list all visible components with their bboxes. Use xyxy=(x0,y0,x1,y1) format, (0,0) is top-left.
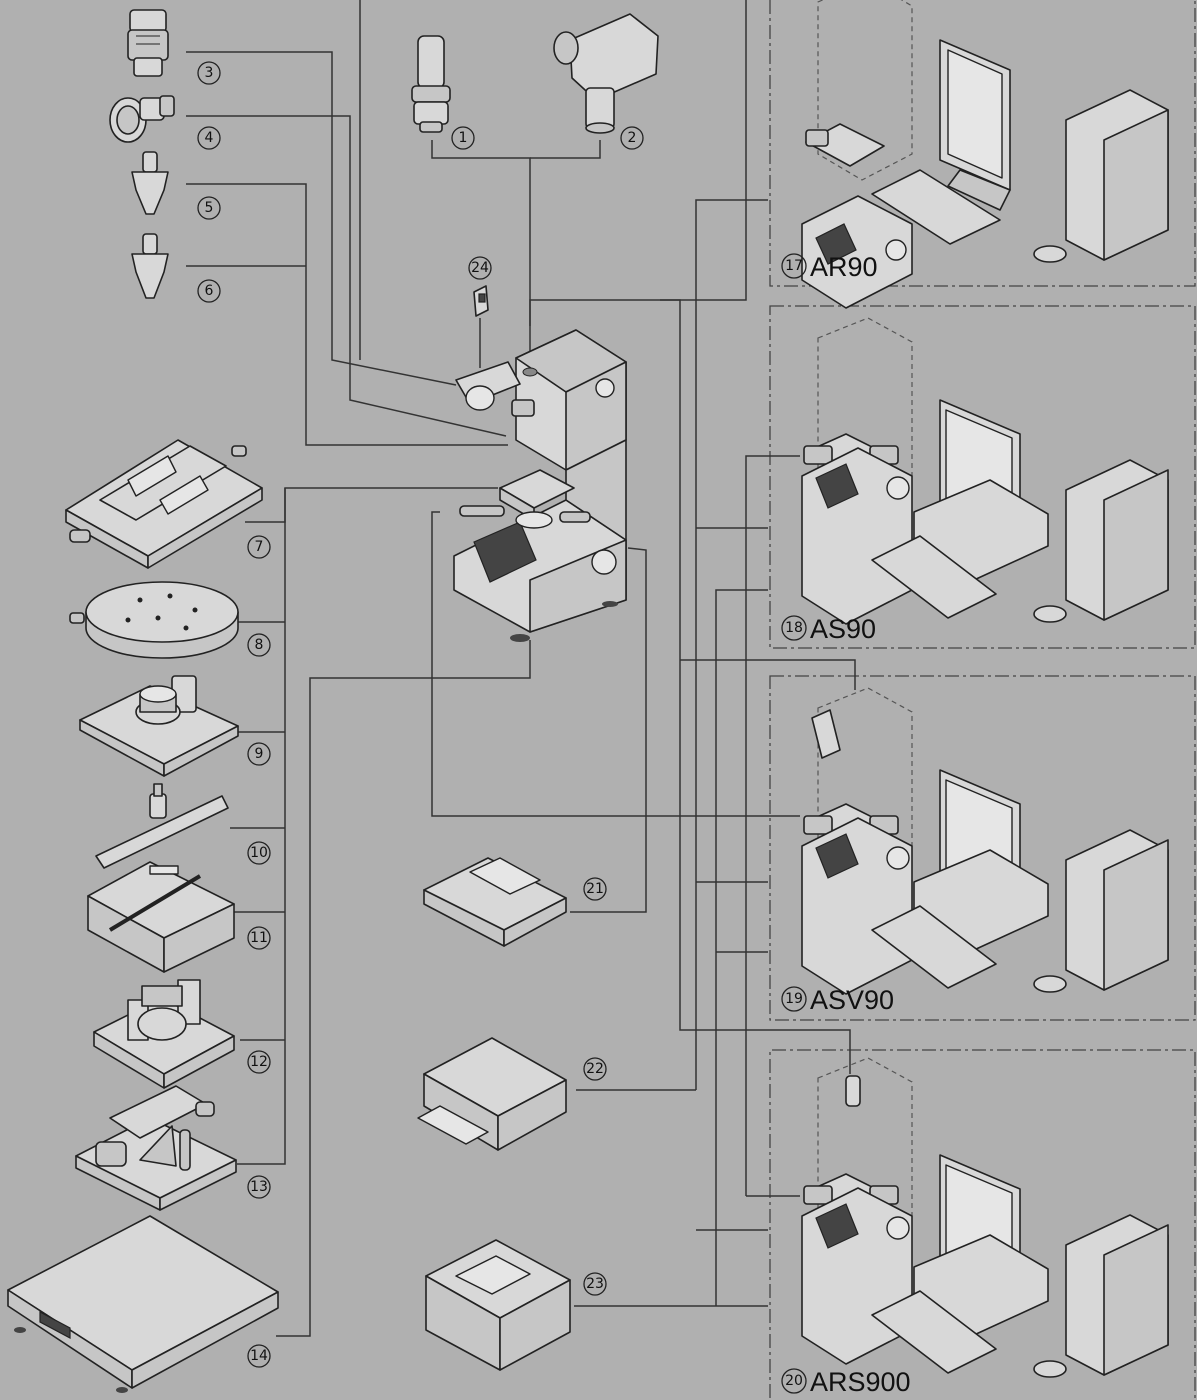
callout-22: 22 xyxy=(584,1058,606,1080)
svg-text:AR90: AR90 xyxy=(810,252,878,282)
label-asv90: 19 ASV90 xyxy=(782,985,894,1015)
inkjet-printer-icon xyxy=(418,1038,566,1150)
callout-13: 13 xyxy=(248,1176,270,1198)
svg-text:6: 6 xyxy=(205,283,214,299)
svg-text:1: 1 xyxy=(459,130,468,146)
svg-text:2: 2 xyxy=(628,130,637,146)
eyepiece-icon xyxy=(128,10,168,76)
pc-workstation-icon xyxy=(872,1155,1168,1377)
svg-text:8: 8 xyxy=(255,637,264,653)
micrometer-stage-icon xyxy=(80,676,238,776)
svg-text:ARS900: ARS900 xyxy=(810,1367,911,1397)
svg-text:11: 11 xyxy=(250,930,268,946)
svg-text:19: 19 xyxy=(785,991,803,1007)
callout-14: 14 xyxy=(248,1345,270,1367)
svg-text:7: 7 xyxy=(255,539,264,555)
svg-text:ASV90: ASV90 xyxy=(810,985,894,1015)
pc-workstation-icon xyxy=(872,770,1168,992)
svg-text:18: 18 xyxy=(785,620,803,636)
svg-text:4: 4 xyxy=(205,130,214,146)
callout-4: 4 xyxy=(198,127,220,149)
svg-text:12: 12 xyxy=(250,1054,268,1070)
indenter-icon xyxy=(132,152,168,214)
clamp-bar-icon xyxy=(96,784,228,868)
callout-3: 3 xyxy=(198,62,220,84)
laser-printer-icon xyxy=(426,1240,570,1370)
rotary-table-icon xyxy=(70,582,238,658)
svg-text:20: 20 xyxy=(785,1373,803,1389)
callout-1: 1 xyxy=(452,127,474,149)
label-as90: 18 AS90 xyxy=(782,614,876,644)
pc-sets xyxy=(872,40,1168,1377)
callout-6: 6 xyxy=(198,280,220,302)
label-ars900: 20 ARS900 xyxy=(782,1367,911,1397)
callout-7: 7 xyxy=(248,536,270,558)
svg-text:5: 5 xyxy=(205,200,214,216)
vise-stage-icon xyxy=(66,440,262,568)
thermal-printer-icon xyxy=(424,858,566,946)
svg-text:13: 13 xyxy=(250,1179,268,1195)
callout-12: 12 xyxy=(248,1051,270,1073)
specimen-stage-icon xyxy=(94,980,234,1088)
callout-24: 24 xyxy=(469,257,491,279)
eyepiece-angled-icon xyxy=(110,96,174,142)
camera-adapter-icon xyxy=(554,0,658,133)
svg-text:23: 23 xyxy=(586,1276,604,1292)
pc-workstation-icon xyxy=(872,400,1168,622)
svg-text:10: 10 xyxy=(250,845,268,861)
pc-workstation-icon xyxy=(872,40,1168,262)
callout-5: 5 xyxy=(198,197,220,219)
callout-9: 9 xyxy=(248,743,270,765)
svg-text:21: 21 xyxy=(586,881,604,897)
weighing-plate-icon xyxy=(8,1216,278,1393)
svg-text:24: 24 xyxy=(471,260,489,276)
label-ar90: 17 AR90 xyxy=(782,252,878,282)
callout-10: 10 xyxy=(248,842,270,864)
svg-text:14: 14 xyxy=(250,1348,268,1364)
callout-21: 21 xyxy=(584,878,606,900)
hardness-tester-icon xyxy=(454,330,626,642)
sample-block-icon xyxy=(88,862,234,972)
svg-text:9: 9 xyxy=(255,746,264,762)
indenter-icon xyxy=(132,234,168,298)
objective-lens-icon xyxy=(412,36,450,132)
callout-8: 8 xyxy=(248,634,270,656)
callout-23: 23 xyxy=(584,1273,606,1295)
callout-11: 11 xyxy=(248,927,270,949)
svg-text:22: 22 xyxy=(586,1061,604,1077)
callouts: 1 2 3 4 5 6 7 8 9 10 11 12 13 14 21 22 2… xyxy=(198,62,643,1367)
memory-card-icon xyxy=(474,286,488,316)
svg-text:3: 3 xyxy=(205,65,214,81)
xy-stage-icon xyxy=(76,1086,236,1210)
svg-text:17: 17 xyxy=(785,258,803,274)
svg-text:AS90: AS90 xyxy=(810,614,876,644)
callout-2: 2 xyxy=(621,127,643,149)
